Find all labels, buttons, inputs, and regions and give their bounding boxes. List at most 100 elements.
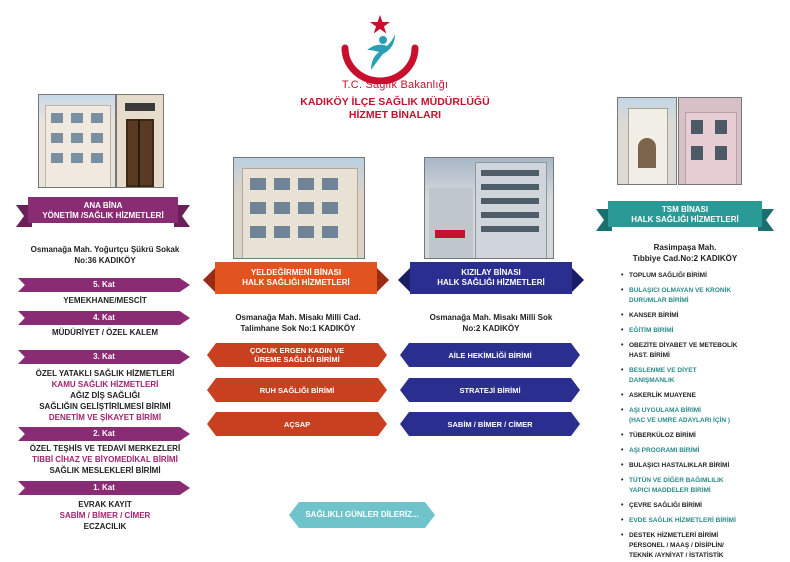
bullet-icon: • [621,272,624,279]
unit-label: SABİM / BİMER / CİMER [447,419,533,429]
unit-label: ÜREME SAĞLIĞI BİRİMİ [254,355,340,364]
tsm-unit-line: DESTEK HİZMETLERİ BİRİMİ [629,532,719,539]
bullet-icon: • [621,327,624,334]
tsm-address-line2: Tıbbiye Cad.No:2 KADIKÖY [632,254,738,263]
tsm-unit-line: ÇEVRE SAĞLIĞI BİRİMİ [629,502,702,509]
page-title-line1: KADIKÖY İLÇE SAĞLIK MÜDÜRLÜĞÜ [300,96,490,108]
tsm-unit-line: YAPICI MADDELER BİRİMİ [629,487,711,494]
unit-label: ÇOCUK ERGEN KADIN VE [249,346,345,355]
floor3-item: DENETİM VE ŞİKAYET BİRİMİ [48,413,162,422]
bullet-icon: • [621,502,624,509]
bullet-icon: • [621,312,624,319]
bullet-icon: • [621,367,624,374]
tsm-unit-line: AŞI UYGULAMA BİRİMİ [629,407,701,414]
bullet-icon: • [621,342,624,349]
bullet-icon: • [621,462,624,469]
bullet-icon: • [621,392,624,399]
tsm-unit-label: KANSER BİRİMİ [629,312,678,322]
yeldegirmeni-address-line1: Osmanağa Mah. Misakı Milli Cad. [235,313,361,322]
tsm-name: TSM BİNASI [661,205,709,214]
tsm-unit-item: • KANSER BİRİMİ [621,312,678,322]
main-building-address-line1: Osmanağa Mah. Yoğurtçu Şükrü Sokak [30,245,180,254]
yeldegirmeni-service: HALK SAĞLIĞI HİZMETLERİ [242,278,350,287]
tsm-building-photo-2 [678,97,742,185]
main-building-name: ANA BİNA [83,201,123,210]
tsm-unit-item: • ÇEVRE SAĞLIĞI BİRİMİ [621,502,702,512]
main-building-service: YÖNETİM /SAĞLIK HİZMETLERİ [42,211,164,220]
bullet-icon: • [621,447,624,454]
tsm-unit-item: • TOPLUM SAĞLIĞI BİRİMİ [621,272,707,282]
unit-acsap: AÇSAP [207,412,387,436]
tsm-unit-item: • EVDE SAĞLIK HİZMETLERİ BİRİMİ [621,517,736,527]
tsm-unit-line: OBEZİTE DİYABET VE METEBOLİK [629,342,738,349]
unit-strateji: STRATEJİ BİRİMİ [400,378,580,402]
tsm-unit-line: TOPLUM SAĞLIĞI BİRİMİ [629,272,707,279]
unit-label: STRATEJİ BİRİMİ [459,385,521,395]
tsm-address-line1: Rasimpaşa Mah. [653,243,717,252]
unit-cocuk-ergen: ÇOCUK ERGEN KADIN VE ÜREME SAĞLIĞI BİRİM… [207,343,387,367]
unit-label: AÇSAP [283,419,311,429]
tsm-unit-label: TOPLUM SAĞLIĞI BİRİMİ [629,272,707,282]
tsm-unit-line: ASKERLİK MUAYENE [629,392,696,399]
floor-label-4: 4. Kat [18,311,190,325]
main-building-door-photo [116,94,164,188]
tsm-unit-label: ÇEVRE SAĞLIĞI BİRİMİ [629,502,702,512]
unit-label: RUH SAĞLIĞI BİRİMİ [259,385,335,395]
floor5-item: YEMEKHANE/MESCİT [63,296,147,305]
tsm-service: HALK SAĞLIĞI HİZMETLERİ [631,215,739,224]
yeldegirmeni-name: YELDEĞİRMENİ BİNASI [250,268,342,277]
floor3-item: KAMU SAĞLIK HİZMETLERİ [51,380,159,389]
tsm-building-photo-1 [617,97,677,185]
tsm-unit-item: • AŞI UYGULAMA BİRİMİ (HAC VE UMRE ADAYLAR… [621,407,730,427]
floor3-item: AĞIZ DİŞ SAĞLIĞI [70,391,140,400]
tsm-unit-line: AŞI PROGRAMI BİRİMİ [629,447,700,454]
bullet-icon: • [621,517,624,524]
floor2-item: SAĞLIK MESLEKLERİ BİRİMİ [49,466,161,475]
tsm-unit-line: BULAŞICI HASTALIKLAR BİRİMİ [629,462,730,469]
tsm-unit-label: AŞI UYGULAMA BİRİMİ (HAC VE UMRE ADAYLARI… [629,407,730,427]
kizilay-building-photo [424,157,554,259]
bullet-icon: • [621,477,624,484]
tsm-unit-item: • BULAŞICI HASTALIKLAR BİRİMİ [621,462,729,472]
yeldegirmeni-ribbon: YELDEĞİRMENİ BİNASI HALK SAĞLIĞI HİZMETL… [203,262,389,298]
tsm-unit-line: TEKNİK /AYNİYAT / İSTATİSTİK [629,552,724,559]
kizilay-service: HALK SAĞLIĞI HİZMETLERİ [437,278,545,287]
tsm-unit-line: DURUMLAR BİRİMİ [629,297,689,304]
ministry-logo [335,12,425,85]
tsm-unit-label: EVDE SAĞLIK HİZMETLERİ BİRİMİ [629,517,736,527]
floor1-item: ECZACILIK [83,522,127,531]
tsm-unit-label: AŞI PROGRAMI BİRİMİ [629,447,699,457]
greeting-text: SAĞLIKLI GÜNLER DİLERİZ... [305,510,419,519]
kizilay-name: KIZILAY BİNASI [461,268,521,277]
tsm-unit-line: (HAC VE UMRE ADAYLARI İÇİN ) [629,417,730,424]
floor3-item: ÖZEL YATAKLI SAĞLIK HİZMETLERİ [35,369,175,378]
main-building-address-line2: No:36 KADIKÖY [74,256,136,265]
bullet-icon: • [621,407,624,414]
tsm-ribbon: TSM BİNASI HALK SAĞLIĞI HİZMETLERİ [596,199,774,235]
tsm-unit-item: • ASKERLİK MUAYENE [621,392,696,402]
bullet-icon: • [621,532,624,539]
tsm-unit-item: • AŞI PROGRAMI BİRİMİ [621,447,699,457]
tsm-unit-label: TÜBERKÜLOZ BİRİMİ [629,432,696,442]
floor3-item: SAĞLIĞIN GELİŞTİRİLMESİ BİRİMİ [39,402,171,411]
tsm-unit-label: BULAŞICI HASTALIKLAR BİRİMİ [629,462,729,472]
floor2-item: ÖZEL TEŞHİS VE TEDAVİ MERKEZLERİ [29,444,181,453]
main-building-ribbon: ANA BİNA YÖNETİM /SAĞLIK HİZMETLERİ [16,195,190,227]
floor4-item: MÜDÜRİYET / ÖZEL KALEM [51,328,159,337]
floor-label-3: 3. Kat [18,350,190,364]
floor-label-5: 5. Kat [18,278,190,292]
kizilay-address-line1: Osmanağa Mah. Misakı Milli Sok [429,313,553,322]
kizilay-ribbon: KIZILAY BİNASI HALK SAĞLIĞI HİZMETLERİ [398,262,584,298]
ministry-name: T.C. Sağlık Bakanlığı [341,79,449,91]
floor1-item: EVRAK KAYIT [78,500,132,509]
floor-label-2: 2. Kat [18,427,190,441]
bullet-icon: • [621,432,624,439]
